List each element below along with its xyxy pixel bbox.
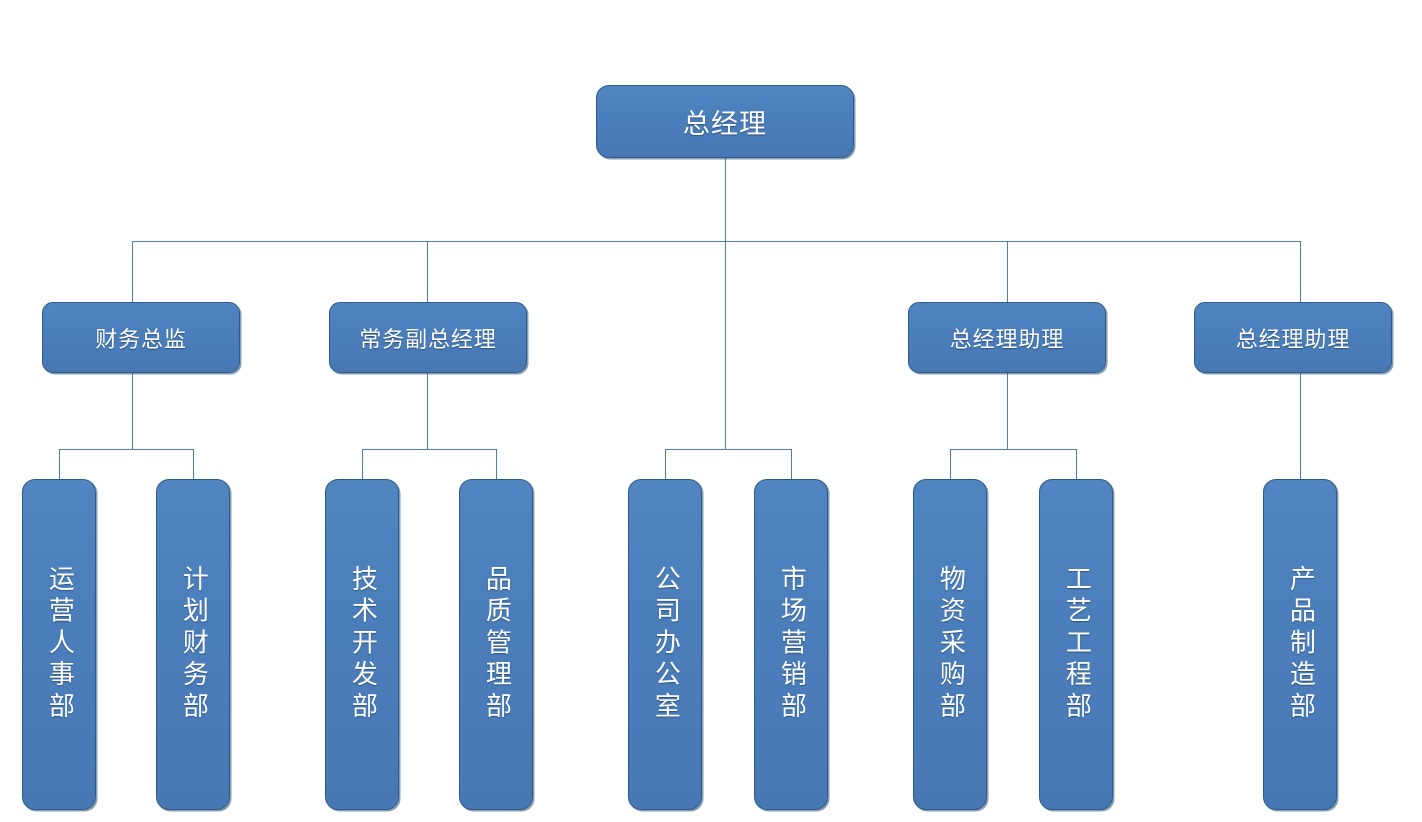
connector-drop-dept-operations-hr: [59, 449, 60, 479]
connector-drop-gm-assistant-2: [1300, 241, 1301, 302]
node-dept-procurement[interactable]: 物资采购部: [913, 479, 987, 810]
node-dept-planning-finance[interactable]: 计划财务部: [156, 479, 230, 810]
connector-drop-dept-planning-finance: [193, 449, 194, 479]
connector-bus-exec-deputy-gm: [362, 449, 496, 450]
node-dept-marketing[interactable]: 市场营销部: [754, 479, 828, 810]
node-dept-tech-development[interactable]: 技术开发部: [325, 479, 399, 810]
connector-drop-dept-marketing: [791, 449, 792, 479]
connector-drop-dept-tech-development: [362, 449, 363, 479]
node-exec-deputy-gm[interactable]: 常务副总经理: [329, 302, 527, 373]
node-label-gm-assistant-2: 总经理助理: [1235, 327, 1351, 353]
node-dept-operations-hr[interactable]: 运营人事部: [22, 479, 96, 810]
connector-drop-dept-procurement: [950, 449, 951, 479]
node-label-dept-planning-finance: 计划财务部: [178, 565, 209, 724]
connector-drop-exec-deputy-gm: [427, 241, 428, 302]
node-label-gm-assistant-1: 总经理助理: [949, 327, 1065, 353]
node-dept-product-manufacturing[interactable]: 产品制造部: [1263, 479, 1337, 810]
node-label-general-manager: 总经理: [682, 109, 768, 140]
connector-bus-gm-direct: [665, 449, 791, 450]
node-dept-process-engineering[interactable]: 工艺工程部: [1039, 479, 1113, 810]
connector-root-stem: [725, 158, 726, 241]
connector-drop-gm-direct-office: [725, 241, 726, 449]
node-dept-quality-management[interactable]: 品质管理部: [459, 479, 533, 810]
node-label-dept-operations-hr: 运营人事部: [44, 565, 75, 724]
connector-drop-cfo: [132, 241, 133, 302]
node-label-dept-product-manufacturing: 产品制造部: [1285, 565, 1316, 724]
node-dept-company-office[interactable]: 公司办公室: [628, 479, 702, 810]
node-label-dept-marketing: 市场营销部: [776, 565, 807, 724]
connector-stem-gm-assistant-2: [1300, 373, 1301, 479]
node-general-manager[interactable]: 总经理: [596, 85, 854, 158]
node-label-dept-procurement: 物资采购部: [935, 565, 966, 724]
connector-drop-dept-process-engineering: [1076, 449, 1077, 479]
node-label-dept-quality-management: 品质管理部: [481, 565, 512, 724]
node-gm-assistant-1[interactable]: 总经理助理: [908, 302, 1106, 373]
connector-drop-gm-assistant-1: [1007, 241, 1008, 302]
node-gm-assistant-2[interactable]: 总经理助理: [1194, 302, 1392, 373]
connector-main-bus: [132, 241, 1300, 242]
node-label-dept-process-engineering: 工艺工程部: [1061, 565, 1092, 724]
node-label-exec-deputy-gm: 常务副总经理: [359, 327, 497, 353]
connector-drop-dept-company-office: [665, 449, 666, 479]
node-label-cfo: 财务总监: [95, 327, 187, 353]
connector-stem-exec-deputy-gm: [427, 373, 428, 449]
connector-stem-gm-assistant-1: [1007, 373, 1008, 449]
connector-stem-cfo: [132, 373, 133, 449]
connector-bus-cfo: [59, 449, 193, 450]
node-label-dept-tech-development: 技术开发部: [347, 565, 378, 724]
connector-bus-gm-assistant-1: [950, 449, 1076, 450]
connector-drop-dept-quality-management: [496, 449, 497, 479]
node-cfo[interactable]: 财务总监: [42, 302, 240, 373]
node-label-dept-company-office: 公司办公室: [650, 565, 681, 724]
